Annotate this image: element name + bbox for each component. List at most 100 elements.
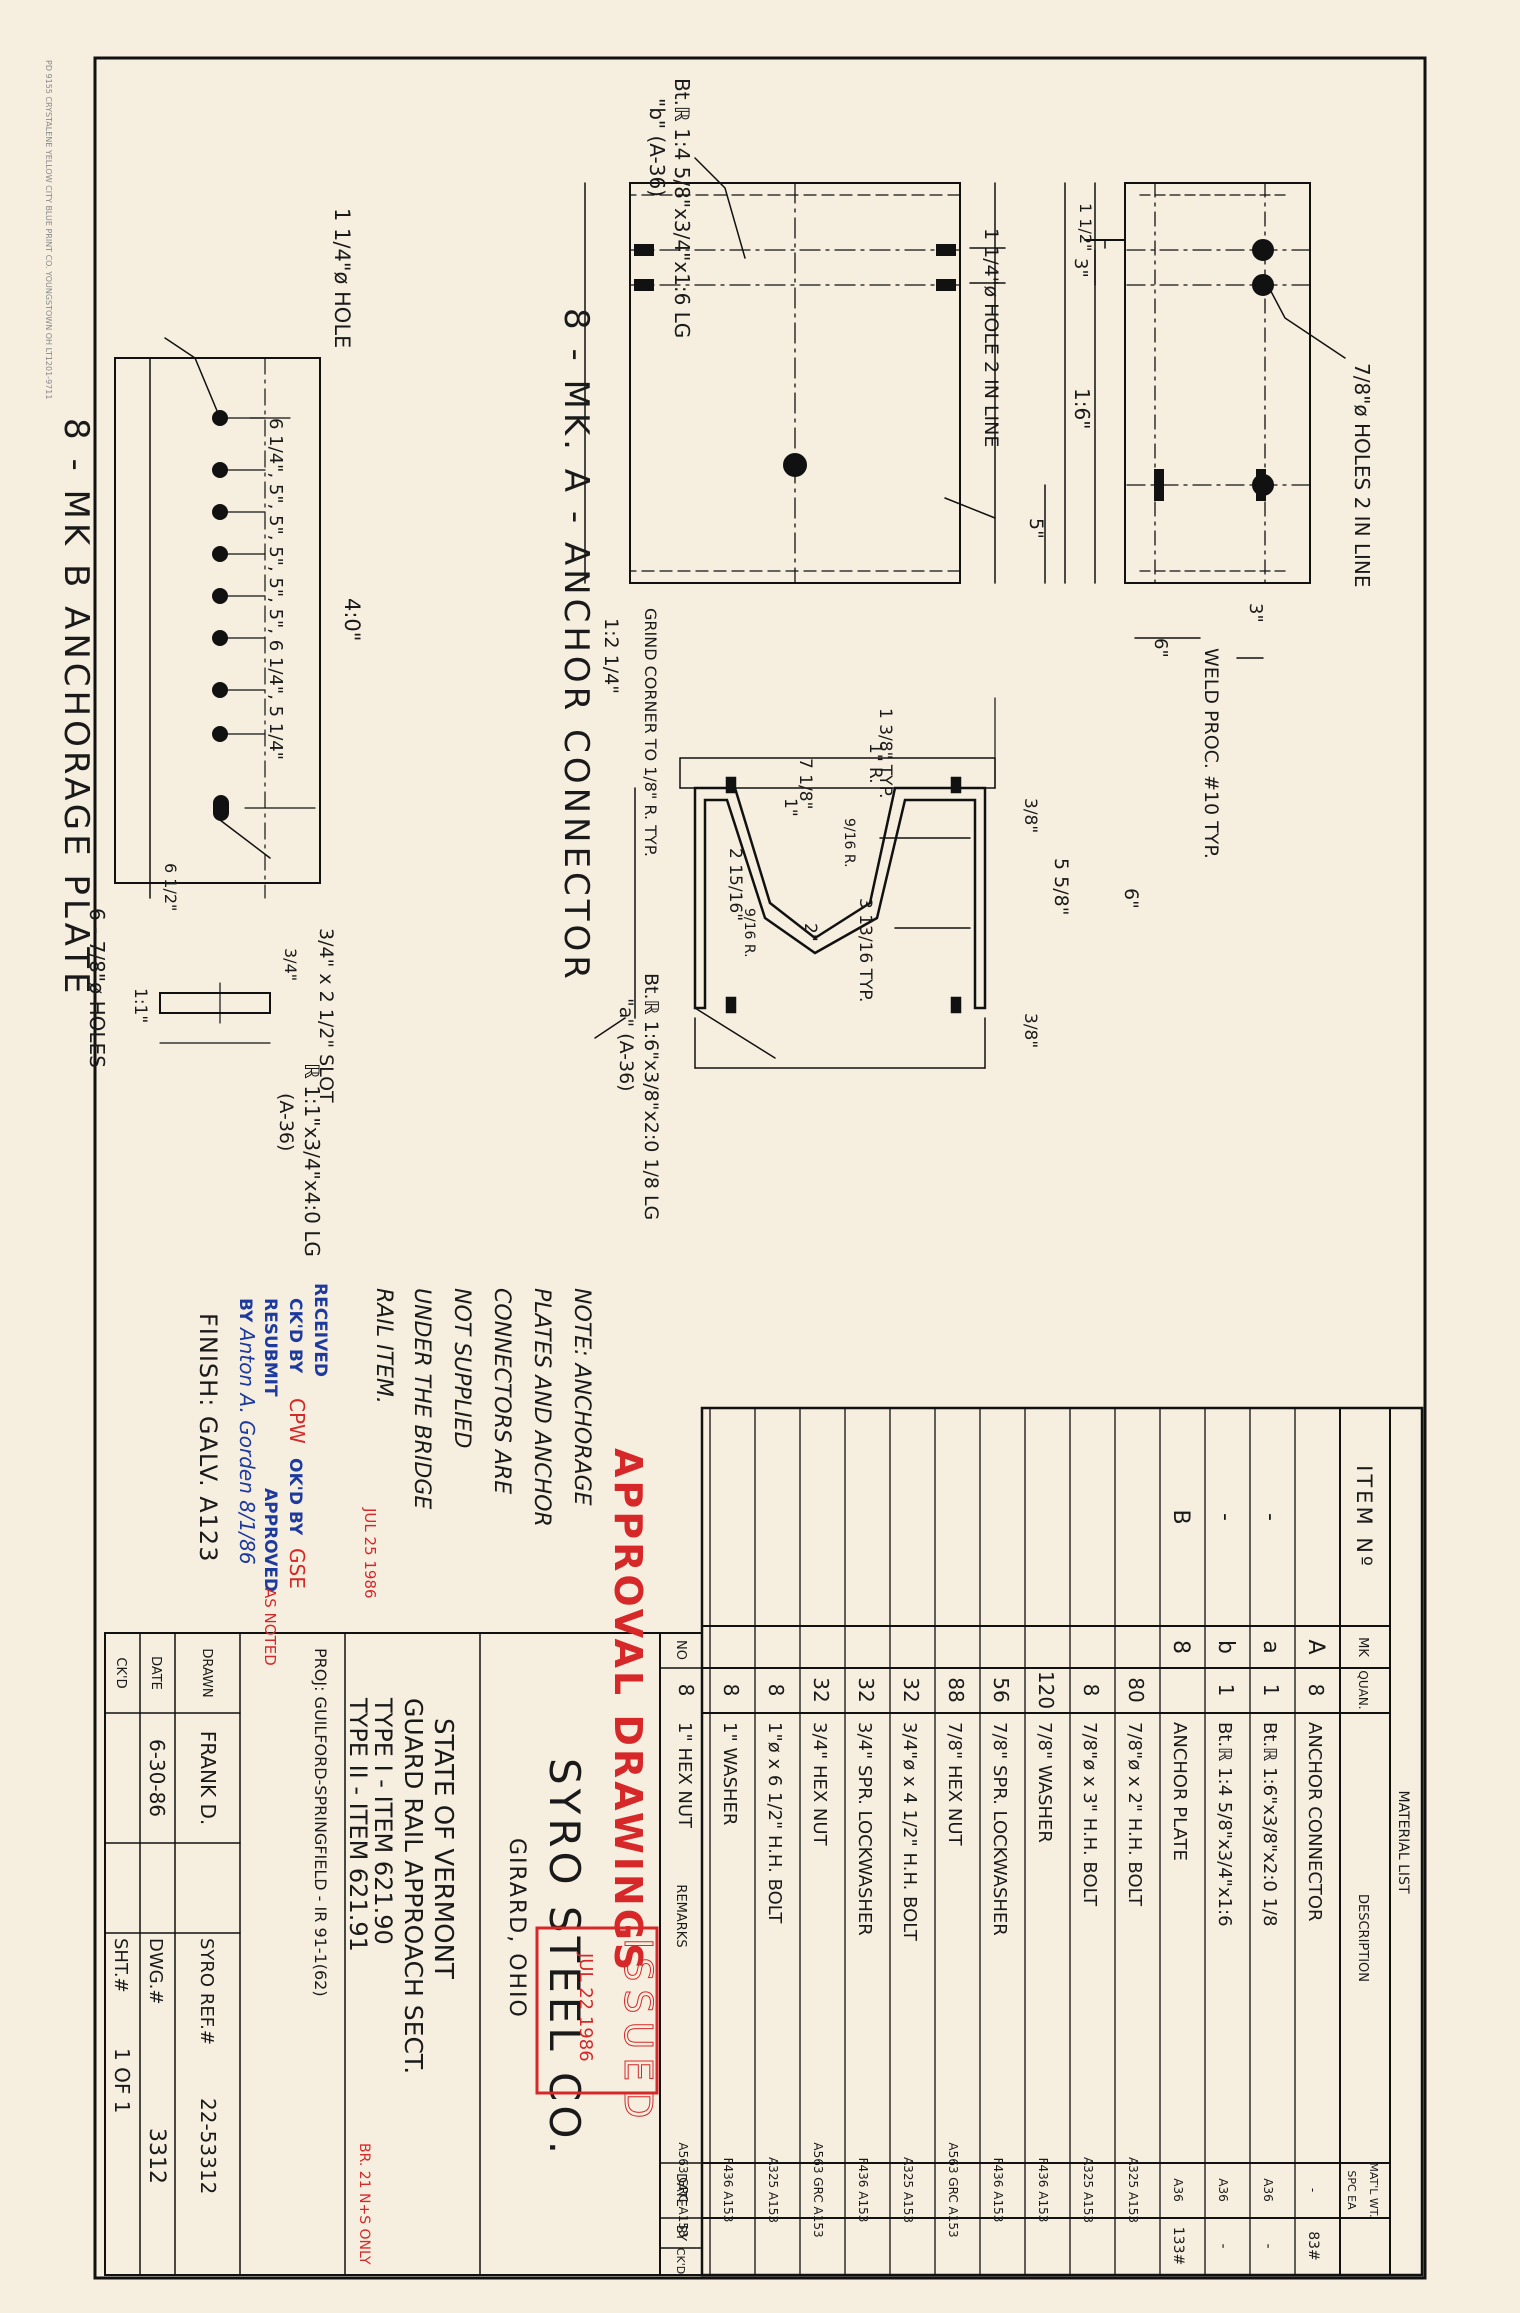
project-line-3: TYPE I - ITEM 621.90 — [369, 1697, 397, 1945]
date-label: DATE — [148, 1656, 163, 1690]
ml-row-10-mat: A325 A153 — [901, 2157, 915, 2223]
ml-row-1-quan: 8 — [1304, 1684, 1328, 1697]
ml-row-15-desc: 1" HEX NUT — [674, 1722, 695, 1829]
signature: Anton A. Gorden 8/1/86 — [235, 1326, 259, 1565]
holes-78-in-line: 7/8"ø HOLES 2 IN LINE — [1350, 363, 1374, 588]
dim-3-8-a: 3/8" — [1020, 798, 1040, 833]
ml-row-11-mat: F436 A153 — [856, 2158, 870, 2223]
ml-row-13-quan: 8 — [764, 1684, 788, 1697]
ml-row-2-mk: a — [1258, 1640, 1283, 1653]
holes-114-in-line: 1 1/4"ø HOLE 2 IN LINE — [980, 228, 1002, 447]
title-block — [104, 1632, 661, 2276]
note-line-1: NOTE: ANCHORAGE — [569, 1288, 594, 1506]
ml-row-3-desc: Bt.ℝ 1:4 5/8"x3/4"x1:6 — [1214, 1722, 1235, 1927]
ml-row-12-quan: 32 — [809, 1677, 833, 1702]
ckd-by-label: CK'D BY — [285, 1298, 305, 1374]
dim-3-4: 3/4" — [281, 948, 300, 981]
connector-section — [594, 697, 996, 1069]
plate-b-label: Bt.ℝ 1:4 5/8"x3/4"x1:6 LG — [670, 78, 694, 338]
ref-value: 22-53312 — [196, 2098, 220, 2194]
col-header-item: ITEM Nº — [1352, 1465, 1376, 1569]
approval-stamp: APPROVAL DRAWINGS — [606, 1448, 650, 1973]
ml-row-14-mat: F436 A153 — [721, 2158, 735, 2223]
approved-label: APPROVED — [260, 1488, 280, 1592]
sht-label: SHT.# — [110, 1938, 131, 1993]
dim-spaces: 6 1/4", 5", 5", 5", 5", 5", 6 1/4", 5 1/… — [265, 418, 286, 760]
dim-3b: 3" — [1245, 603, 1266, 623]
project-line-5: PROJ: GUILFORD-SPRINGFIELD - IR 91-1(62) — [311, 1648, 330, 1997]
printer-imprint: PD 9155 CRYSTALENE YELLOW CITY BLUE PRIN… — [44, 60, 53, 399]
company-name: SYRO STEEL CO. — [540, 1758, 589, 2158]
material-list — [700, 1406, 1424, 2277]
ml-row-13-desc: 1"ø x 6 1/2" H.H. BOLT — [764, 1722, 785, 1924]
ckd-label: CK'D — [113, 1657, 128, 1688]
ml-row-10-desc: 3/4"ø x 4 1/2" H.H. BOLT — [899, 1722, 920, 1942]
rev-remarks: REMARKS — [673, 1884, 688, 1947]
date-value: 6-30-86 — [145, 1739, 169, 1817]
dim-1-half: 1 1/2" — [1076, 203, 1095, 251]
connector-plan-view — [1044, 182, 1346, 659]
ml-row-12-desc: 3/4" HEX NUT — [809, 1722, 830, 1847]
dim-1: 1" — [780, 798, 800, 817]
dim-6b: 6" — [1120, 888, 1142, 909]
project-line-2: GUARD RAIL APPROACH SECT. — [399, 1698, 428, 2074]
dim-9-16r-b: 9/16 R. — [741, 908, 757, 958]
sheet-border — [93, 56, 1427, 2280]
ml-row-4-item: B — [1168, 1509, 1193, 1524]
ml-row-4-wt: 133# — [1170, 2227, 1186, 2265]
dim-1-3-8-typ: 1 3/8" TYP. — [875, 708, 895, 799]
connector-side-view — [584, 157, 1006, 584]
dim-1r: 1" R. — [865, 743, 885, 784]
grind-note: GRIND CORNER TO 1/8" R. TYP. — [641, 608, 660, 857]
plate-mark: (A-36) — [275, 1093, 297, 1151]
ml-row-4-mat: A36 — [1171, 2178, 1185, 2201]
dwg-label: DWG.# — [145, 1938, 166, 2004]
col-header-quan: QUAN. — [1356, 1670, 1370, 1709]
ml-row-8-mat: F436 A153 — [991, 2158, 1005, 2223]
rev-by: BY — [673, 2225, 688, 2241]
note-line-2: PLATES AND ANCHOR — [529, 1288, 554, 1527]
ml-row-3-wt: - — [1215, 2243, 1231, 2248]
slot: 3/4" x 2 1/2" SLOT — [315, 928, 337, 1103]
col-header-mat-wt: MAT'L WT. — [1367, 2162, 1380, 2217]
ref-label: SYRO REF.# — [196, 1938, 217, 2045]
dim-6-1-2: 6 1/2" — [161, 863, 180, 911]
dim-3-8-b: 3/8" — [1020, 1013, 1040, 1048]
resubmit-label: RESUBMIT — [260, 1298, 280, 1397]
ml-row-9-quan: 88 — [944, 1677, 968, 1702]
rev-date: DATE — [673, 2173, 688, 2207]
ml-row-7-mat: F436 A153 — [1036, 2158, 1050, 2223]
company-location: GIRARD, OHIO — [504, 1838, 529, 2019]
ml-row-5-desc: 7/8"ø x 2" H.H. BOLT — [1124, 1722, 1145, 1907]
plate-a-label: Bt.ℝ 1:6"x3/8"x2:0 1/8 LG — [640, 973, 662, 1220]
finish-note: FINISH: GALV. A123 — [194, 1313, 222, 1562]
received-date: JUL 25 1986 — [361, 1507, 379, 1599]
weld-note: WELD PROC. #10 TYP. — [1200, 648, 1222, 859]
approved-value: AS NOTED — [261, 1588, 279, 1666]
ml-row-5-mat: A325 A153 — [1126, 2157, 1140, 2223]
dim-5-5-8: 5 5/8" — [1050, 858, 1072, 915]
col-header-mk: MK — [1355, 1637, 1370, 1657]
dim-2: 2" — [800, 923, 820, 942]
received-stamp: JUL 25 1986 RECEIVED CK'D BY CPW OK'D BY… — [235, 1283, 379, 1666]
by-label: BY — [235, 1298, 255, 1323]
ml-row-15-mat: A563 GRC A153 — [676, 2142, 690, 2237]
ml-row-6-desc: 7/8"ø x 3" H.H. BOLT — [1079, 1722, 1100, 1907]
ml-row-7-quan: 120 — [1034, 1671, 1058, 1709]
ml-row-6-mat: A325 A153 — [1081, 2157, 1095, 2223]
ml-row-1-mat: - — [1306, 2188, 1320, 2192]
issued-date: JUL 22 1986 — [575, 1952, 596, 2062]
ml-row-3-quan: 1 — [1214, 1684, 1238, 1697]
ml-row-13-mat: A325 A153 — [766, 2157, 780, 2223]
ml-row-11-desc: 3/4" SPR. LOCKWASHER — [854, 1722, 875, 1936]
project-line-4: TYPE II - ITEM 621.91 — [344, 1697, 372, 1952]
ml-row-5-quan: 80 — [1124, 1677, 1148, 1702]
plate-title: 8 - MK B ANCHORAGE PLATE — [56, 418, 96, 998]
ml-row-15-quan: 8 — [674, 1684, 698, 1697]
ml-row-6-quan: 8 — [1079, 1684, 1103, 1697]
dim-1-1: 1:1" — [130, 988, 150, 1023]
plate-label: ℝ 1:1"x3/4"x4:0 LG — [300, 1063, 324, 1257]
okd-by-label: OK'D BY — [285, 1458, 305, 1536]
